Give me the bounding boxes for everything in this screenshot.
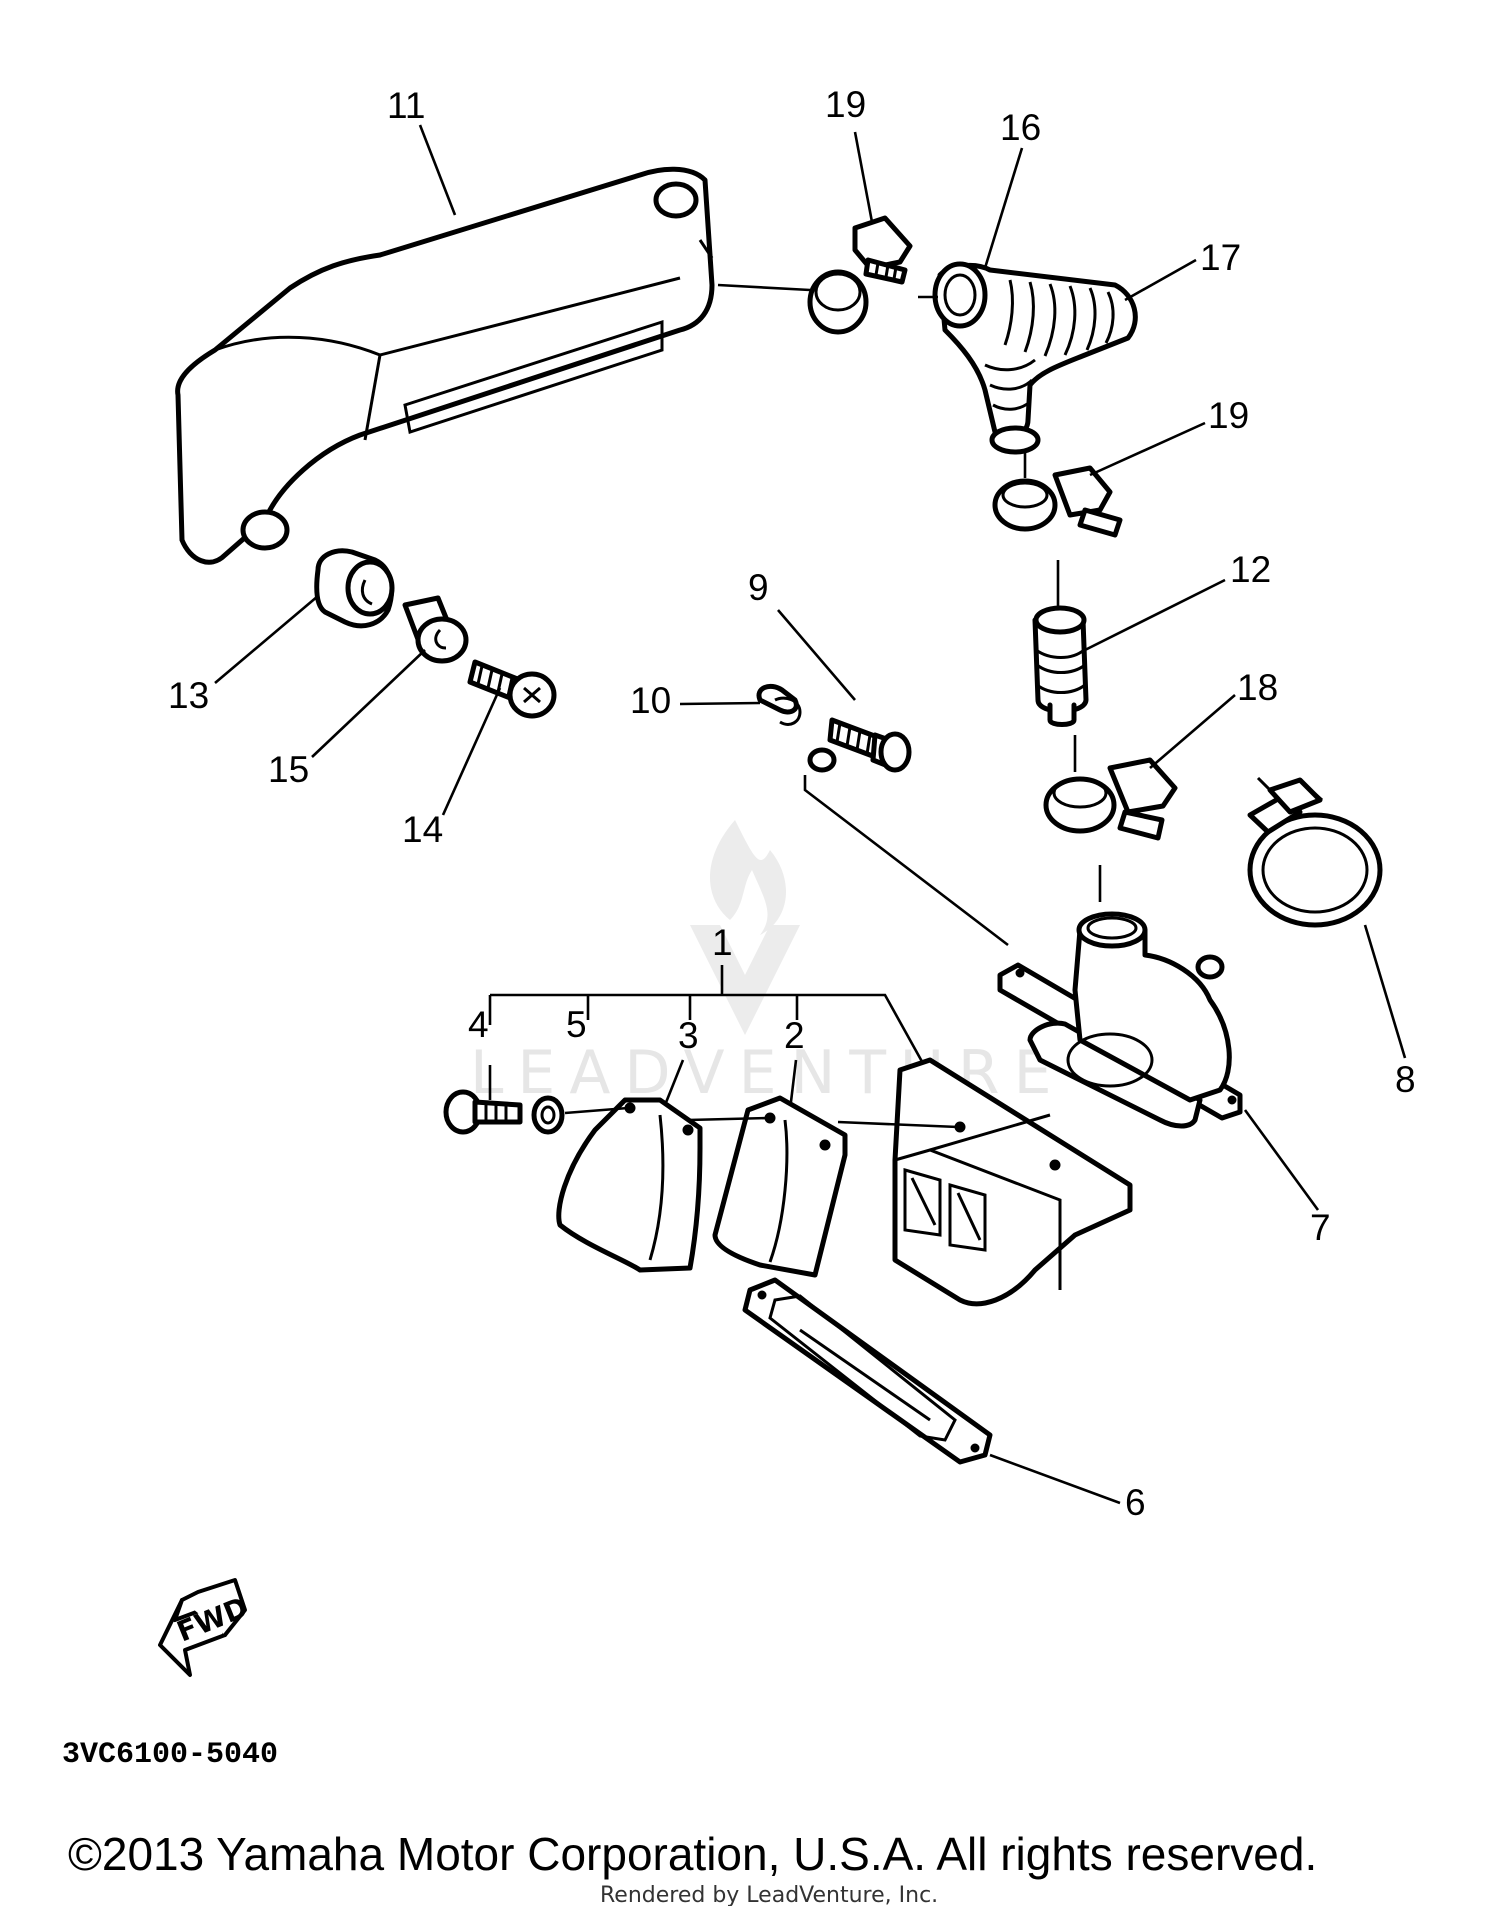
callout-3: 3 <box>678 1015 699 1056</box>
drawing-code: 3VC6100-5040 <box>62 1738 278 1772</box>
part-13-grommet <box>314 548 395 629</box>
part-16-17-intake-hose <box>932 261 1138 455</box>
part-15-collar <box>402 595 469 664</box>
fwd-arrow-icon: FWD <box>158 1578 253 1677</box>
callout-10: 10 <box>630 680 671 721</box>
callout-4: 4 <box>468 1004 489 1045</box>
part-10-clip <box>756 683 837 773</box>
part-19-clamp-middle <box>992 465 1123 538</box>
callout-1: 1 <box>712 922 733 963</box>
copyright-notice: ©2013 Yamaha Motor Corporation, U.S.A. A… <box>68 1828 1317 1880</box>
watermark-v-icon <box>690 925 800 1035</box>
callout-19-top: 19 <box>825 84 866 125</box>
part-4-screw <box>443 1089 523 1135</box>
watermark: LEADVENTURE <box>470 820 1052 1108</box>
part-3-reed-stopper <box>556 1097 703 1273</box>
callout-8: 8 <box>1395 1059 1416 1100</box>
callout-12: 12 <box>1230 549 1271 590</box>
part-7-intake-manifold <box>997 911 1243 1129</box>
callout-5: 5 <box>566 1004 587 1045</box>
callout-15: 15 <box>268 749 309 790</box>
part-9-bolt <box>827 717 912 773</box>
part-1-reed-valve-body <box>892 1057 1133 1307</box>
callout-17: 17 <box>1200 237 1241 278</box>
callout-7: 7 <box>1310 1207 1331 1248</box>
callout-11: 11 <box>387 85 425 126</box>
part-12-joint <box>1032 605 1089 727</box>
callout-18: 18 <box>1237 667 1278 708</box>
part-2-reed <box>712 1095 848 1278</box>
part-18-clamp <box>1043 757 1178 841</box>
callout-19-middle: 19 <box>1208 395 1249 436</box>
part-6-gasket <box>742 1277 993 1465</box>
callout-9: 9 <box>748 567 769 608</box>
callout-6: 6 <box>1125 1482 1146 1523</box>
part-19-clamp-top <box>807 215 913 335</box>
callout-13: 13 <box>168 675 209 716</box>
part-14-screw <box>467 659 557 719</box>
callout-14: 14 <box>402 809 443 850</box>
part-8-large-clamp <box>1247 776 1383 928</box>
callout-2: 2 <box>784 1015 805 1056</box>
part-11-air-box <box>175 166 715 565</box>
part-5-washer <box>531 1095 565 1135</box>
callout-16: 16 <box>1000 107 1041 148</box>
watermark-flame-icon <box>710 820 787 935</box>
rendered-by: Rendered by LeadVenture, Inc. <box>600 1883 938 1906</box>
